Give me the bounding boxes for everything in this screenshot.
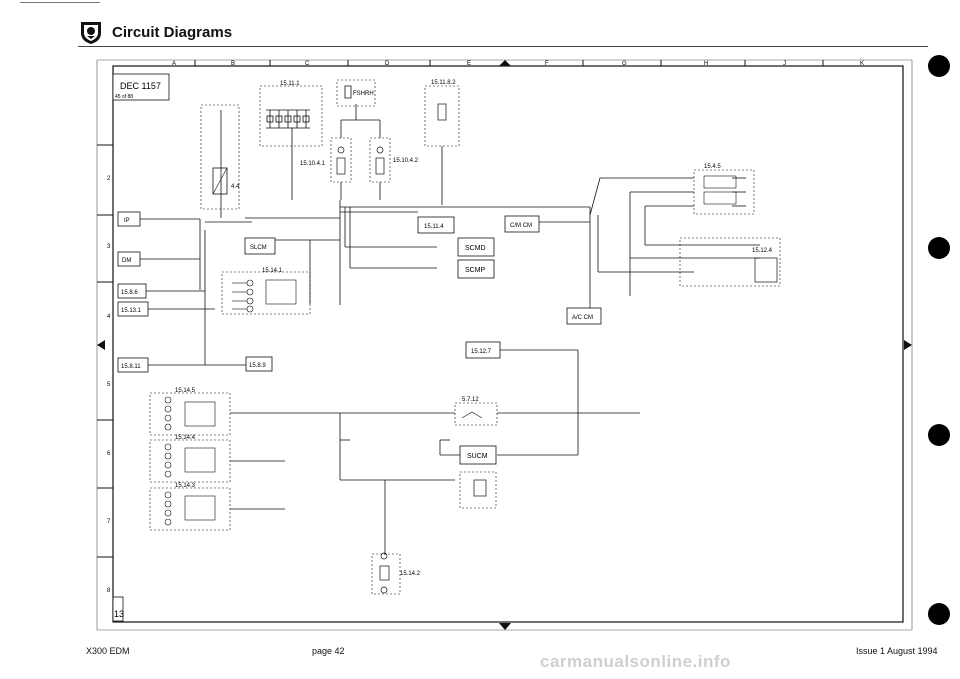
fshrh-label: FSHRH: [353, 91, 374, 97]
module-scmp-label: SCMP: [465, 267, 486, 274]
relay-44-label: 4.4: [231, 184, 240, 190]
jaguar-crest-icon: [81, 22, 101, 44]
relay-151041-frame: [330, 137, 352, 183]
grid-col-c: C: [305, 61, 310, 67]
switch-15144-label: 15.14.4: [175, 435, 196, 441]
center-wiring: [245, 104, 760, 313]
switch-15145-label: 15.14.5: [175, 388, 196, 394]
grid-row-6: 6: [107, 451, 111, 457]
module-1586-label: 15.8.6: [121, 290, 138, 296]
grid-row-8: 8: [107, 588, 111, 594]
module-sucm: [459, 445, 497, 465]
module-15114-label: 15.11.4: [424, 224, 444, 230]
punch-hole-4: [928, 603, 950, 625]
grid-col-a: A: [172, 61, 176, 67]
switch-15141-frame: [221, 271, 311, 315]
top-corner-line: [20, 2, 100, 3]
grid-col-ticks: [194, 60, 824, 66]
left-center-arrow: [97, 340, 105, 350]
switch-5712-frame: [454, 402, 498, 426]
relay-44-coil: [212, 167, 228, 195]
module-scmp: [457, 259, 495, 279]
relay-151042-label: 15.10.4.2: [393, 158, 419, 164]
switch-15142-label: 15.14.2: [400, 571, 421, 577]
footer-right: Issue 1 August 1994: [856, 646, 938, 656]
sheet-of-label: 45 of 88: [115, 94, 133, 100]
relay-44-frame: [200, 104, 240, 210]
left-wiring: [140, 110, 252, 366]
top-center-arrow: [499, 60, 511, 66]
fuse-151182-label: 15.11.8.2: [431, 80, 456, 86]
module-ac-cm-label: A/C CM: [572, 315, 593, 321]
diagram-frame: [112, 65, 904, 623]
sheet-number-block: [112, 596, 124, 622]
module-1589: [245, 356, 273, 372]
module-15127-label: 15.12.7: [471, 349, 492, 355]
grid-col-g: G: [622, 61, 627, 67]
bottom-center-arrow: [499, 623, 511, 630]
switch-15145-frame: [149, 392, 231, 436]
relay-15124-frame: [679, 237, 781, 287]
watermark: carmanualsonline.info: [540, 652, 731, 671]
relay-15124-label: 15.12.4: [752, 248, 773, 254]
grid-col-j: J: [783, 61, 786, 67]
module-15131-label: 15.13.1: [121, 308, 142, 314]
page-header: Circuit Diagrams: [78, 20, 232, 44]
grid-row-7: 7: [107, 519, 111, 525]
module-cm-cm: [504, 215, 540, 233]
footer-left: X300 EDM: [86, 646, 130, 656]
sheet-label: DEC 1157: [120, 81, 161, 91]
switch-15143-label: 15.14.3: [175, 483, 196, 489]
module-ip-label: IP: [124, 218, 130, 224]
lower-wiring: [339, 412, 640, 555]
right-center-arrow: [904, 340, 912, 350]
grid-col-k: K: [860, 61, 864, 67]
header-rule: [78, 46, 928, 47]
module-15811-label: 15.8.11: [121, 364, 141, 370]
fuse-block-15111: [259, 85, 323, 147]
sheet-number: 13: [114, 609, 124, 619]
grid-col-d: D: [385, 61, 390, 67]
relay-1545-frame: [693, 169, 755, 215]
grid-row-2: 2: [107, 176, 111, 182]
punch-hole-3: [928, 424, 950, 446]
switch-15143-frame: [149, 487, 231, 531]
switch-15144-frame: [149, 439, 231, 483]
grid-col-h: H: [704, 61, 708, 67]
grid-col-b: B: [231, 61, 235, 67]
module-cm-cm-label: C/M CM: [510, 223, 532, 229]
module-slcm-label: SLCM: [250, 245, 267, 251]
grid-row-3: 3: [107, 244, 111, 250]
relay-151042-frame: [369, 137, 391, 183]
relay-bottom-frame: [459, 471, 497, 509]
module-dm-label: DM: [122, 258, 131, 264]
fuse-block-15111-elements: [266, 109, 310, 200]
module-slcm: [244, 237, 276, 255]
punch-hole-1: [928, 55, 950, 77]
grid-row-ticks: [97, 144, 113, 558]
punch-hole-2: [928, 237, 950, 259]
grid-col-f: F: [545, 61, 549, 67]
grid-col-e: E: [467, 61, 471, 67]
grid-row-5: 5: [107, 382, 111, 388]
module-15114: [417, 216, 455, 234]
page-title: Circuit Diagrams: [112, 23, 233, 41]
fuse-block-15111-label: 15.11.1: [280, 81, 300, 87]
switch-5712-label: 5.7.12: [462, 397, 479, 403]
module-sucm-label: SUCM: [467, 453, 488, 460]
module-scmd-label: SCMD: [465, 245, 486, 252]
sheet-title-block: [112, 73, 170, 101]
grid-row-4: 4: [107, 314, 111, 320]
relay-1545-label: 15.4.5: [704, 164, 721, 170]
footer-center: page 42: [312, 646, 345, 656]
module-scmd: [457, 237, 495, 257]
relay-151041-label: 15.10.4.1: [300, 161, 326, 167]
module-1589-label: 15.8.9: [249, 363, 266, 369]
switch-15141-label: 15.14.1: [262, 268, 283, 274]
fuse-151182-frame: [424, 85, 460, 147]
module-ac-cm: [566, 307, 602, 325]
